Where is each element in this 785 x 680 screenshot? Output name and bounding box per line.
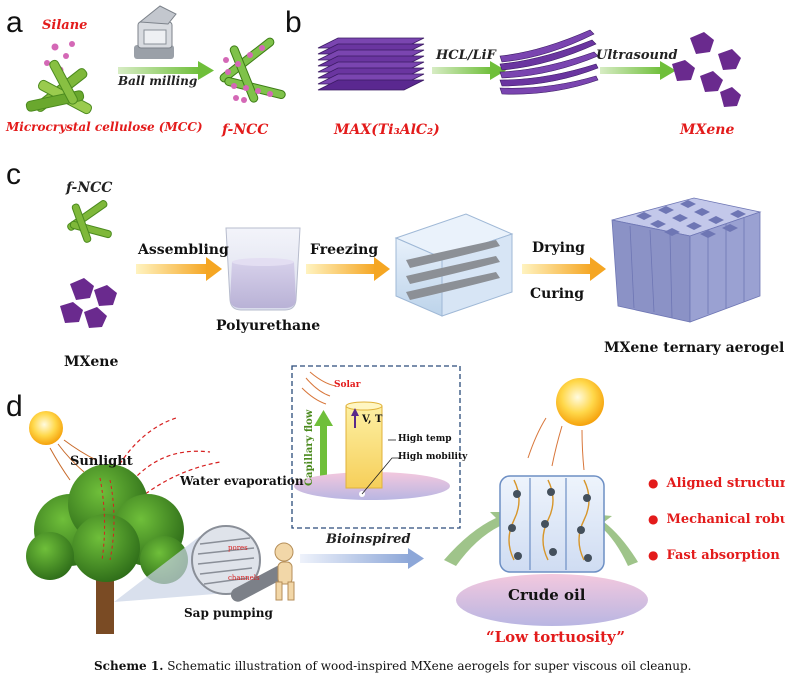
vt-label: V, T xyxy=(362,414,383,425)
freezing-mold xyxy=(394,213,514,317)
mxene-flakes-b xyxy=(672,32,741,107)
inset-solar-rays xyxy=(301,371,337,405)
assembling-label: Assembling xyxy=(138,242,229,258)
max-stack xyxy=(317,37,425,91)
mxene-label-b: MXene xyxy=(680,122,735,138)
bioinspired-label: Bioinspired xyxy=(326,532,411,547)
high-temp-label: High temp xyxy=(398,434,452,444)
curing-label: Curing xyxy=(530,286,584,302)
panel-a-label: a xyxy=(6,6,23,39)
polyurethane-label: Polyurethane xyxy=(216,318,321,334)
low-tortuosity-label: “Low tortuosity” xyxy=(486,628,625,646)
hcl-lif-arrow xyxy=(432,61,506,80)
caption-text: Schematic illustration of wood-inspired … xyxy=(167,659,692,673)
water-evaporation-label: Water evaporation xyxy=(180,474,304,488)
sap-pumping-figure xyxy=(230,542,295,602)
silane-label: Silane xyxy=(42,18,88,33)
inset-column xyxy=(294,401,450,500)
sun-right xyxy=(556,378,604,426)
fncc-label-c: f-NCC xyxy=(66,180,113,196)
feature-aligned-structure: Aligned structure xyxy=(648,476,785,491)
aerogel-honeycomb xyxy=(611,197,762,323)
vt-arrow xyxy=(351,408,359,428)
feature-fast-absorption: Fast absorption xyxy=(648,548,779,563)
tree xyxy=(26,464,188,634)
mcc-label: Microcrystal cellulose (MCC) xyxy=(6,120,203,134)
beaker xyxy=(225,227,301,311)
assembling-arrow xyxy=(136,257,222,281)
ball-milling-arrow xyxy=(118,61,214,80)
etched-layers xyxy=(499,29,599,95)
fncc-structure xyxy=(219,37,286,103)
drying-label: Drying xyxy=(532,240,585,256)
feature-mechanical-robust: Mechanical robust xyxy=(648,512,785,527)
channels-label: channels xyxy=(228,574,260,582)
max-label: MAX(Ti₃AlC₂) xyxy=(334,122,440,138)
ball-mill-icon xyxy=(134,5,177,59)
sunlight-rays xyxy=(49,439,97,481)
ultrasound-label: Ultrasound xyxy=(596,48,678,63)
solar-rays-right xyxy=(527,417,585,471)
mxene-label-c: MXene xyxy=(64,354,119,370)
solar-label: Solar xyxy=(334,380,361,390)
capillary-flow-label: Capillary flow xyxy=(304,409,315,486)
aerogel-label: MXene ternary aerogel xyxy=(604,340,785,356)
panel-c-label: c xyxy=(6,158,21,191)
fncc-label: f-NCC xyxy=(222,122,269,138)
panel-d-label: d xyxy=(6,390,23,423)
sunlight-label: Sunlight xyxy=(70,454,133,469)
caption-label: Scheme 1. xyxy=(94,659,164,673)
mxene-flakes-c xyxy=(60,278,117,328)
capillary-arrow xyxy=(314,410,333,482)
fncc-small xyxy=(67,200,112,243)
freezing-label: Freezing xyxy=(310,242,379,258)
mcc-rods xyxy=(25,59,93,115)
drying-curing-arrow xyxy=(522,257,606,281)
ultrasound-arrow xyxy=(600,61,676,80)
sap-pumping-label: Sap pumping xyxy=(184,606,273,620)
panel-b-label: b xyxy=(285,6,302,39)
hcl-lif-label: HCL/LiF xyxy=(436,48,496,63)
sun-left xyxy=(29,411,63,445)
oil-absorber xyxy=(456,475,648,626)
inset-box xyxy=(291,365,461,529)
high-mobility-label: High mobility xyxy=(398,452,468,462)
ball-milling-label: Ball milling xyxy=(118,74,198,88)
crude-oil-label: Crude oil xyxy=(508,586,586,604)
pores-label: pores xyxy=(228,544,248,552)
bioinspired-arrow xyxy=(300,548,424,569)
freezing-arrow xyxy=(306,257,390,281)
figure-caption: Scheme 1. Schematic illustration of wood… xyxy=(94,659,692,673)
wood-microstructure xyxy=(191,525,261,595)
